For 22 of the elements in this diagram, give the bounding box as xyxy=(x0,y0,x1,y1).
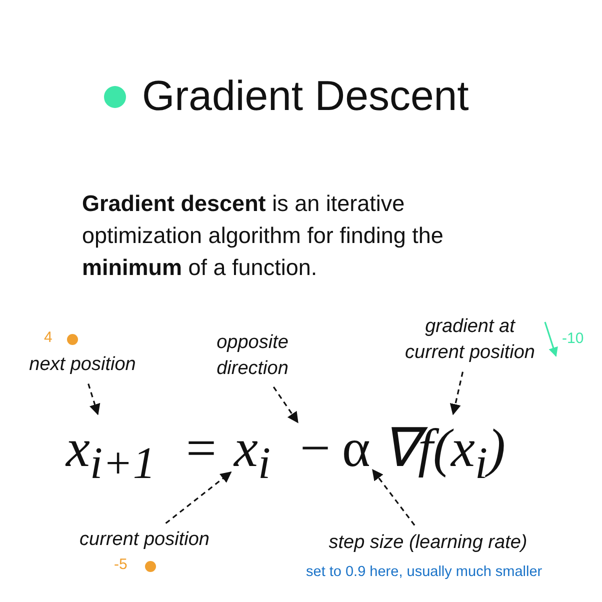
annotation-text: step size (learning rate) xyxy=(308,530,548,556)
leader-arrow xyxy=(88,383,100,416)
note-text: set to 0.9 here, usually much smaller xyxy=(306,563,542,582)
annotation-text: current position xyxy=(62,527,227,553)
value-label: -5 xyxy=(114,556,128,573)
annotation-text: next position xyxy=(15,352,150,378)
formula-term: x$_{i}$ xyxy=(234,418,270,493)
formula-term: x$_{i+1}$ xyxy=(66,418,156,493)
annotation-text: opposite direction xyxy=(195,330,310,382)
value-label: -10 xyxy=(562,330,584,347)
value-label: 4 xyxy=(44,329,52,346)
leader-arrow xyxy=(372,469,416,526)
title: Gradient Descent xyxy=(142,71,469,121)
leader-arrow xyxy=(450,372,464,416)
formula-operator: − xyxy=(300,418,330,478)
paragraph: Gradient descent is an iterative optimization algorithm for finding the minimum of a function. xyxy=(82,190,444,282)
leader-arrow xyxy=(165,472,232,524)
annotation-text: gradient at current position xyxy=(400,314,540,366)
formula-term: ∇f(x$_{i}$) xyxy=(382,418,506,493)
formula-symbol: α xyxy=(342,418,370,478)
equals-sign: = xyxy=(186,418,216,478)
leader-arrow xyxy=(272,386,298,424)
